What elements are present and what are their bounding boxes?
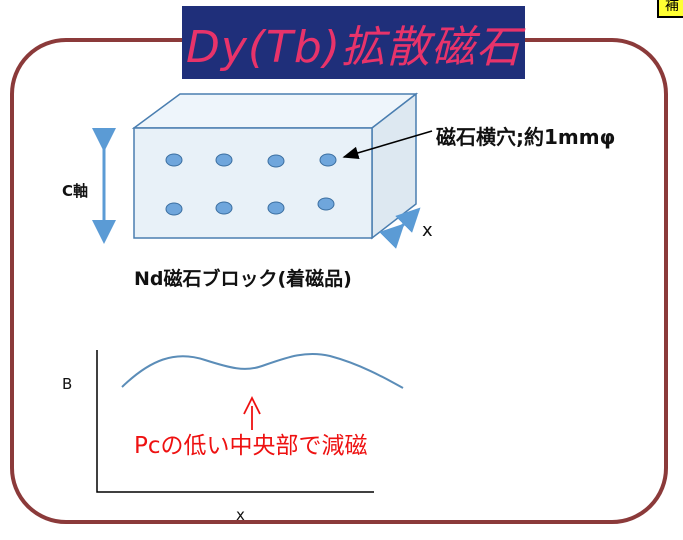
- corner-tag-text: 補: [665, 0, 679, 14]
- hole: [215, 201, 233, 215]
- demag-note: Pcの低い中央部で減磁: [134, 433, 368, 459]
- block-top-face: [131, 93, 419, 129]
- magnet-block: [131, 92, 419, 240]
- title-banner: Dy(Tb)拡散磁石: [182, 6, 525, 79]
- x-axis-arrow: [379, 207, 421, 249]
- hole: [267, 201, 285, 215]
- b-curve: [121, 352, 404, 389]
- red-up-arrow: [243, 395, 261, 430]
- graph-y-label: B: [62, 375, 73, 393]
- c-axis-label: C軸: [62, 182, 89, 200]
- hole: [165, 153, 183, 167]
- hole: [165, 202, 183, 216]
- title-text: Dy(Tb)拡散磁石: [185, 21, 522, 73]
- hole: [317, 197, 335, 211]
- graph-x-label: x: [236, 506, 245, 524]
- block-caption: Nd磁石ブロック(着磁品): [134, 268, 352, 290]
- block-x-label: x: [422, 220, 433, 241]
- hole-label: 磁石横穴;約1mmφ: [436, 125, 616, 149]
- hole-pointer-arrow: [342, 130, 433, 160]
- corner-tag: 補: [657, 0, 683, 18]
- graph-axes: [96, 350, 374, 493]
- hole: [215, 153, 233, 167]
- block-front-face: [133, 127, 373, 239]
- hole-grid: [165, 153, 337, 216]
- hole: [267, 154, 285, 168]
- hole: [319, 153, 337, 167]
